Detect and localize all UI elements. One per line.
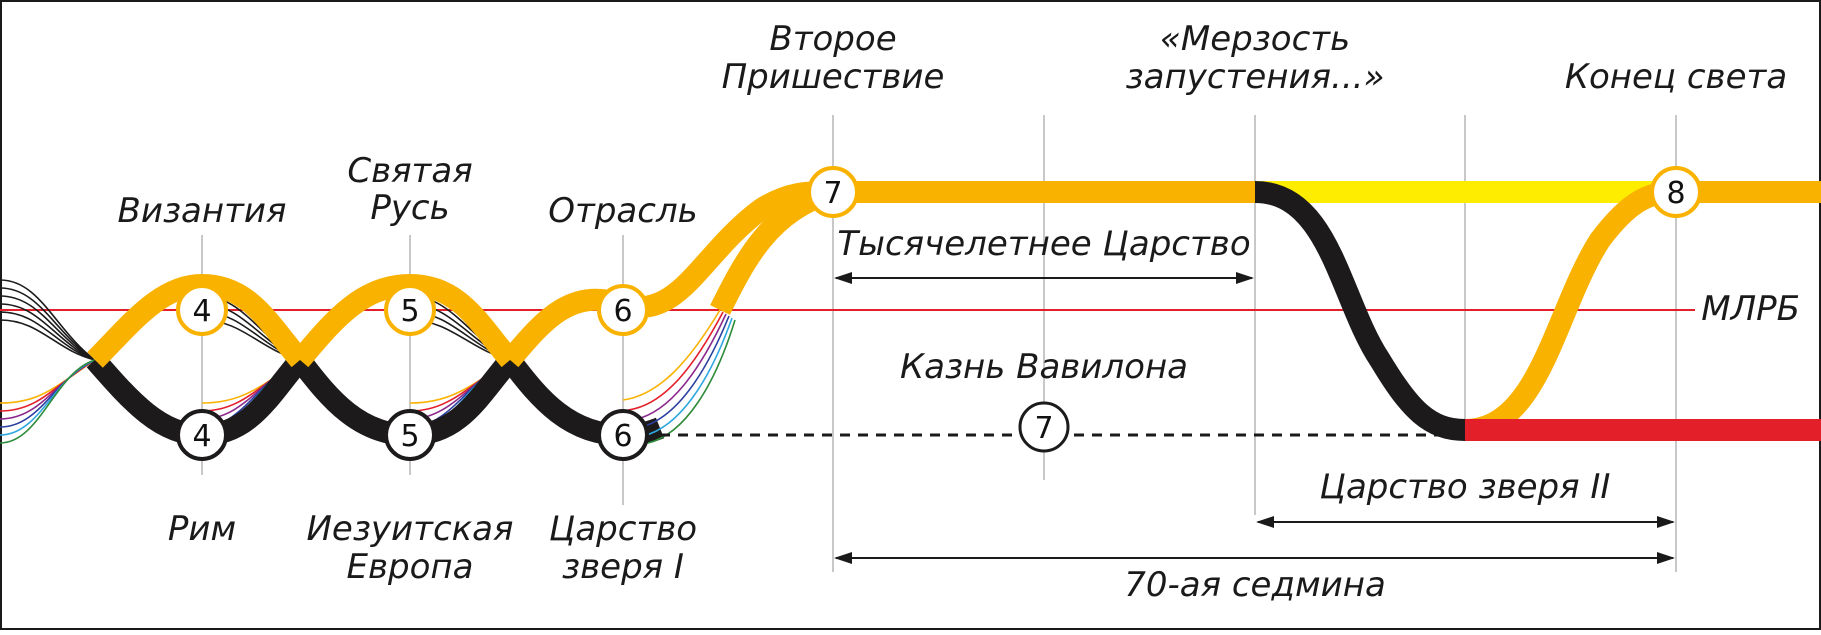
label-jesuit-line1: Иезуитская xyxy=(307,509,514,549)
label-beast-kingdom-1-line1: Царство xyxy=(549,509,697,549)
label-rome: Рим xyxy=(168,509,236,549)
black-drop-curve xyxy=(1254,181,1466,441)
label-abomination-line1: «Мерзость xyxy=(1160,19,1350,59)
label-babylon: Казнь Вавилона xyxy=(900,347,1188,387)
thin-black-wave-line xyxy=(0,287,96,361)
node-bottom-5: 5 xyxy=(384,409,436,461)
red-bar xyxy=(1465,419,1821,441)
node-babylon: 7 xyxy=(1018,401,1070,453)
node-end: 8 xyxy=(1650,166,1702,218)
svg-text:5: 5 xyxy=(400,294,419,329)
svg-text:6: 6 xyxy=(613,419,632,454)
gold-bar-after-end xyxy=(1676,181,1821,203)
label-mlrb: МЛРБ xyxy=(1701,289,1800,329)
thin-black-wave-line xyxy=(0,279,96,361)
thin-black-wave-line xyxy=(0,295,96,361)
label-end-of-world: Конец света xyxy=(1565,57,1787,97)
node-second-coming: 7 xyxy=(807,166,859,218)
label-byzantium: Византия xyxy=(118,191,287,231)
label-beast-kingdom-1-line2: зверя I xyxy=(562,547,684,587)
node-bottom-6: 6 xyxy=(597,409,649,461)
label-branch: Отрасль xyxy=(548,191,697,231)
thin-color-wave-line xyxy=(0,359,96,444)
node-top-5: 5 xyxy=(384,284,436,336)
thin-black-wave-line xyxy=(0,303,96,361)
svg-text:4: 4 xyxy=(192,419,211,454)
svg-text:6: 6 xyxy=(613,294,632,329)
node-top-4: 4 xyxy=(176,284,228,336)
gold-rise-curve xyxy=(1464,181,1677,441)
label-holy-rus-line2: Русь xyxy=(370,188,449,228)
thin-black-wave-line xyxy=(0,319,96,361)
label-second-coming-line2: Пришествие xyxy=(722,57,945,97)
svg-text:7: 7 xyxy=(1034,411,1053,446)
gold-wave-segment-3 xyxy=(501,180,834,368)
label-beast-kingdom-2: Царство зверя II xyxy=(1320,467,1611,507)
label-abomination-line2: запустения...» xyxy=(1126,57,1385,97)
yellow-bar xyxy=(1255,181,1676,203)
svg-text:5: 5 xyxy=(400,419,419,454)
svg-text:7: 7 xyxy=(823,176,842,211)
label-second-coming-line1: Второе xyxy=(769,19,896,59)
label-holy-rus-line1: Святая xyxy=(347,151,472,191)
gold-bar-millennium xyxy=(833,181,1255,203)
spectrum-bundle xyxy=(622,309,736,444)
node-top-6: 6 xyxy=(597,284,649,336)
node-bottom-4: 4 xyxy=(176,409,228,461)
thin-black-wave-line xyxy=(0,311,96,361)
svg-text:4: 4 xyxy=(192,294,211,329)
label-jesuit-line2: Европа xyxy=(347,547,474,587)
svg-text:8: 8 xyxy=(1666,176,1685,211)
label-seventy-week: 70-ая седмина xyxy=(1124,565,1386,605)
label-millennium: Тысячелетнее Царство xyxy=(837,224,1250,264)
